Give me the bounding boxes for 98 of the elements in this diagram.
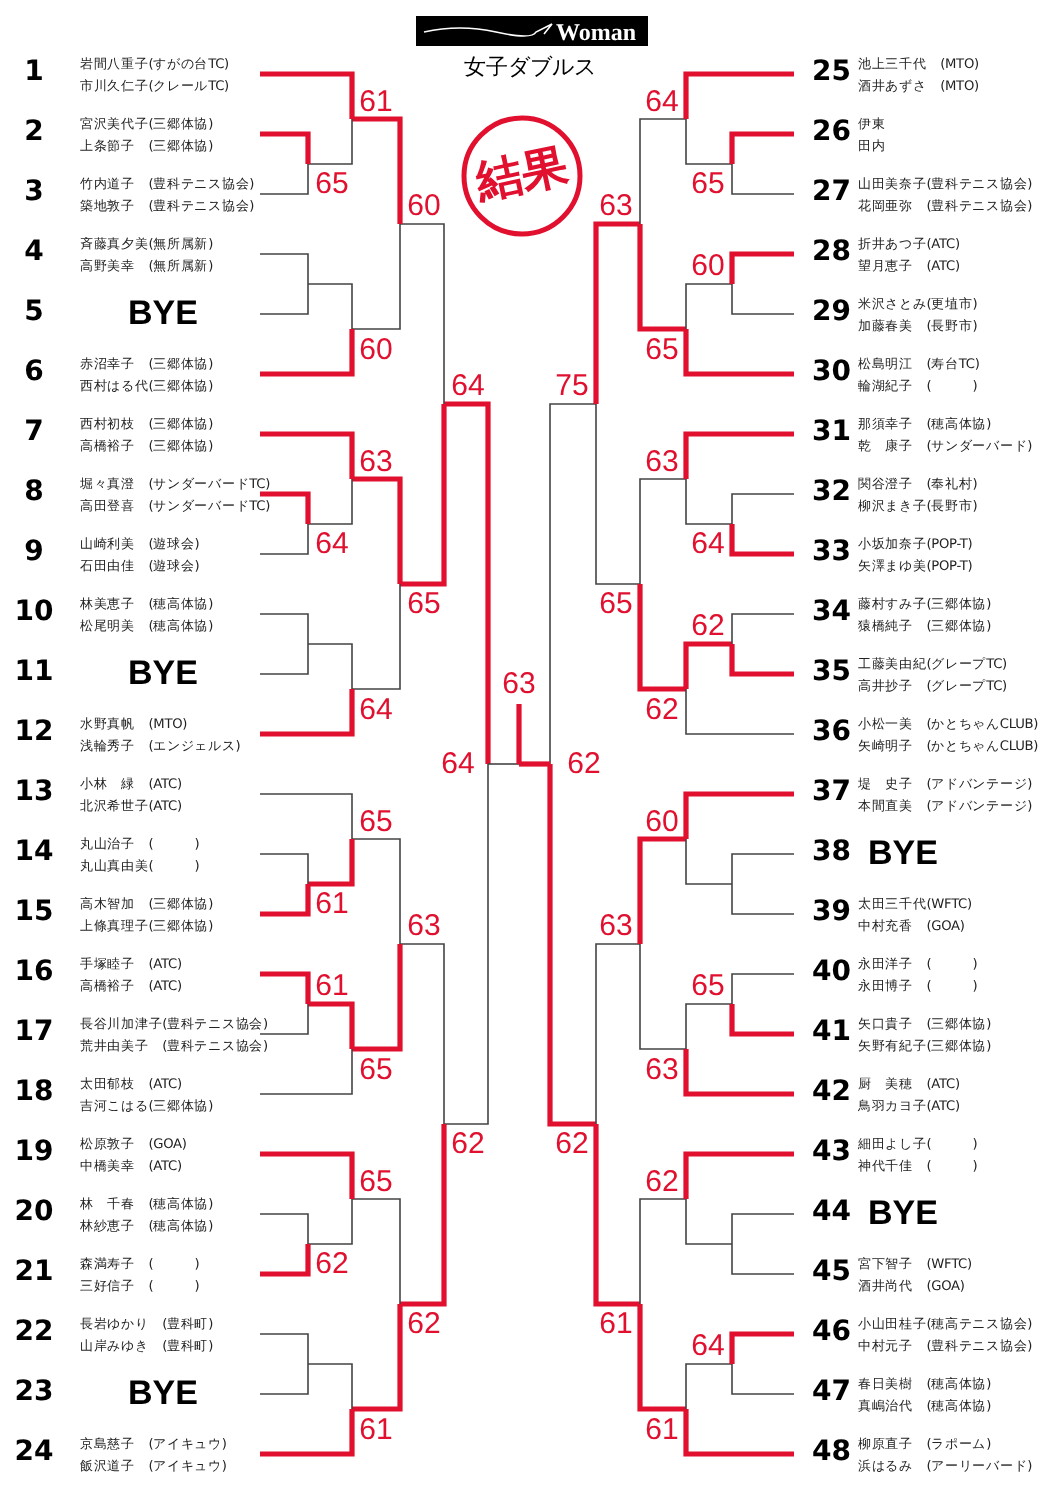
- entry-number: 35: [812, 658, 851, 686]
- entry-number: 48: [812, 1438, 851, 1466]
- entry-number: 12: [12, 718, 56, 746]
- score: 65: [359, 806, 393, 836]
- entry-number: 41: [812, 1018, 851, 1046]
- stamp-text: 結果: [472, 143, 572, 209]
- entry-number: 23: [12, 1378, 56, 1406]
- bye-label: BYE: [128, 1376, 198, 1410]
- entry-number: 33: [812, 538, 851, 566]
- entry-number: 8: [22, 478, 46, 506]
- score: 60: [645, 806, 679, 836]
- entry-number: 36: [812, 718, 851, 746]
- score: 63: [645, 1054, 679, 1084]
- bye-label: BYE: [128, 296, 198, 330]
- entry-number: 34: [812, 598, 851, 626]
- score: 64: [691, 1331, 725, 1361]
- entry-number: 22: [12, 1318, 56, 1346]
- score: 63: [599, 911, 633, 941]
- score: 64: [451, 371, 485, 401]
- title: 女子ダブルス: [464, 56, 596, 78]
- entry-number: 26: [812, 118, 851, 146]
- entry-number: 2: [22, 118, 46, 146]
- score: 61: [359, 1414, 393, 1444]
- score: 62: [315, 1249, 349, 1279]
- entry-number: 15: [12, 898, 56, 926]
- score: 64: [315, 529, 349, 559]
- score: 64: [441, 749, 475, 779]
- banner-text: Woman: [556, 20, 637, 44]
- entry-number: 18: [12, 1078, 56, 1106]
- entry-number: 9: [22, 538, 46, 566]
- entry-number: 39: [812, 898, 851, 926]
- entry-number: 13: [12, 778, 56, 806]
- score: 65: [407, 589, 441, 619]
- score: 63: [502, 669, 536, 699]
- score: 60: [407, 191, 441, 221]
- entry-number: 24: [12, 1438, 56, 1466]
- entry-number: 20: [12, 1198, 56, 1226]
- score: 62: [555, 1129, 589, 1159]
- entry-number: 46: [812, 1318, 851, 1346]
- entry-number: 21: [12, 1258, 56, 1286]
- entry-number: 6: [22, 358, 46, 386]
- entry-number: 7: [22, 418, 46, 446]
- entry-number: 31: [812, 418, 851, 446]
- score: 75: [555, 371, 589, 401]
- entry-number: 17: [12, 1018, 56, 1046]
- entry-number: 32: [812, 478, 851, 506]
- score: 60: [359, 334, 393, 364]
- score: 65: [359, 1166, 393, 1196]
- entry-number: 14: [12, 838, 56, 866]
- score: 63: [407, 911, 441, 941]
- entry-number: 28: [812, 238, 851, 266]
- bye-label: BYE: [128, 656, 198, 690]
- score: 65: [359, 1054, 393, 1084]
- entry-number: 25: [812, 58, 851, 86]
- score: 65: [691, 971, 725, 1001]
- entry-number: 5: [22, 298, 46, 326]
- bye-label: BYE: [868, 1196, 938, 1230]
- entry-number: 29: [812, 298, 851, 326]
- score: 61: [315, 889, 349, 919]
- entry-number: 1: [22, 58, 46, 86]
- entry-number: 19: [12, 1138, 56, 1166]
- entry-number: 3: [22, 178, 46, 206]
- score: 62: [645, 694, 679, 724]
- score: 64: [691, 529, 725, 559]
- score: 60: [691, 251, 725, 281]
- entry-number: 10: [12, 598, 56, 626]
- score: 65: [599, 589, 633, 619]
- score: 62: [407, 1309, 441, 1339]
- entry-number: 37: [812, 778, 851, 806]
- entry-number: 30: [812, 358, 851, 386]
- score: 64: [645, 86, 679, 116]
- score: 65: [691, 169, 725, 199]
- entry-number: 44: [812, 1198, 851, 1226]
- score: 61: [599, 1309, 633, 1339]
- score: 61: [315, 971, 349, 1001]
- score: 62: [645, 1166, 679, 1196]
- entry-number: 47: [812, 1378, 851, 1406]
- score: 64: [359, 694, 393, 724]
- score: 63: [359, 446, 393, 476]
- score: 65: [645, 334, 679, 364]
- entry-number: 45: [812, 1258, 851, 1286]
- entry-number: 4: [22, 238, 46, 266]
- entry-number: 43: [812, 1138, 851, 1166]
- score: 65: [315, 169, 349, 199]
- score: 61: [359, 86, 393, 116]
- entry-number: 40: [812, 958, 851, 986]
- score: 63: [645, 446, 679, 476]
- score: 62: [567, 749, 601, 779]
- entry-number: 11: [12, 658, 56, 686]
- entry-number: 27: [812, 178, 851, 206]
- score: 63: [599, 191, 633, 221]
- entry-number: 42: [812, 1078, 851, 1106]
- score: 62: [691, 611, 725, 641]
- score: 62: [451, 1129, 485, 1159]
- entry-number: 16: [12, 958, 56, 986]
- bye-label: BYE: [868, 836, 938, 870]
- entry-number: 38: [812, 838, 851, 866]
- score: 61: [645, 1414, 679, 1444]
